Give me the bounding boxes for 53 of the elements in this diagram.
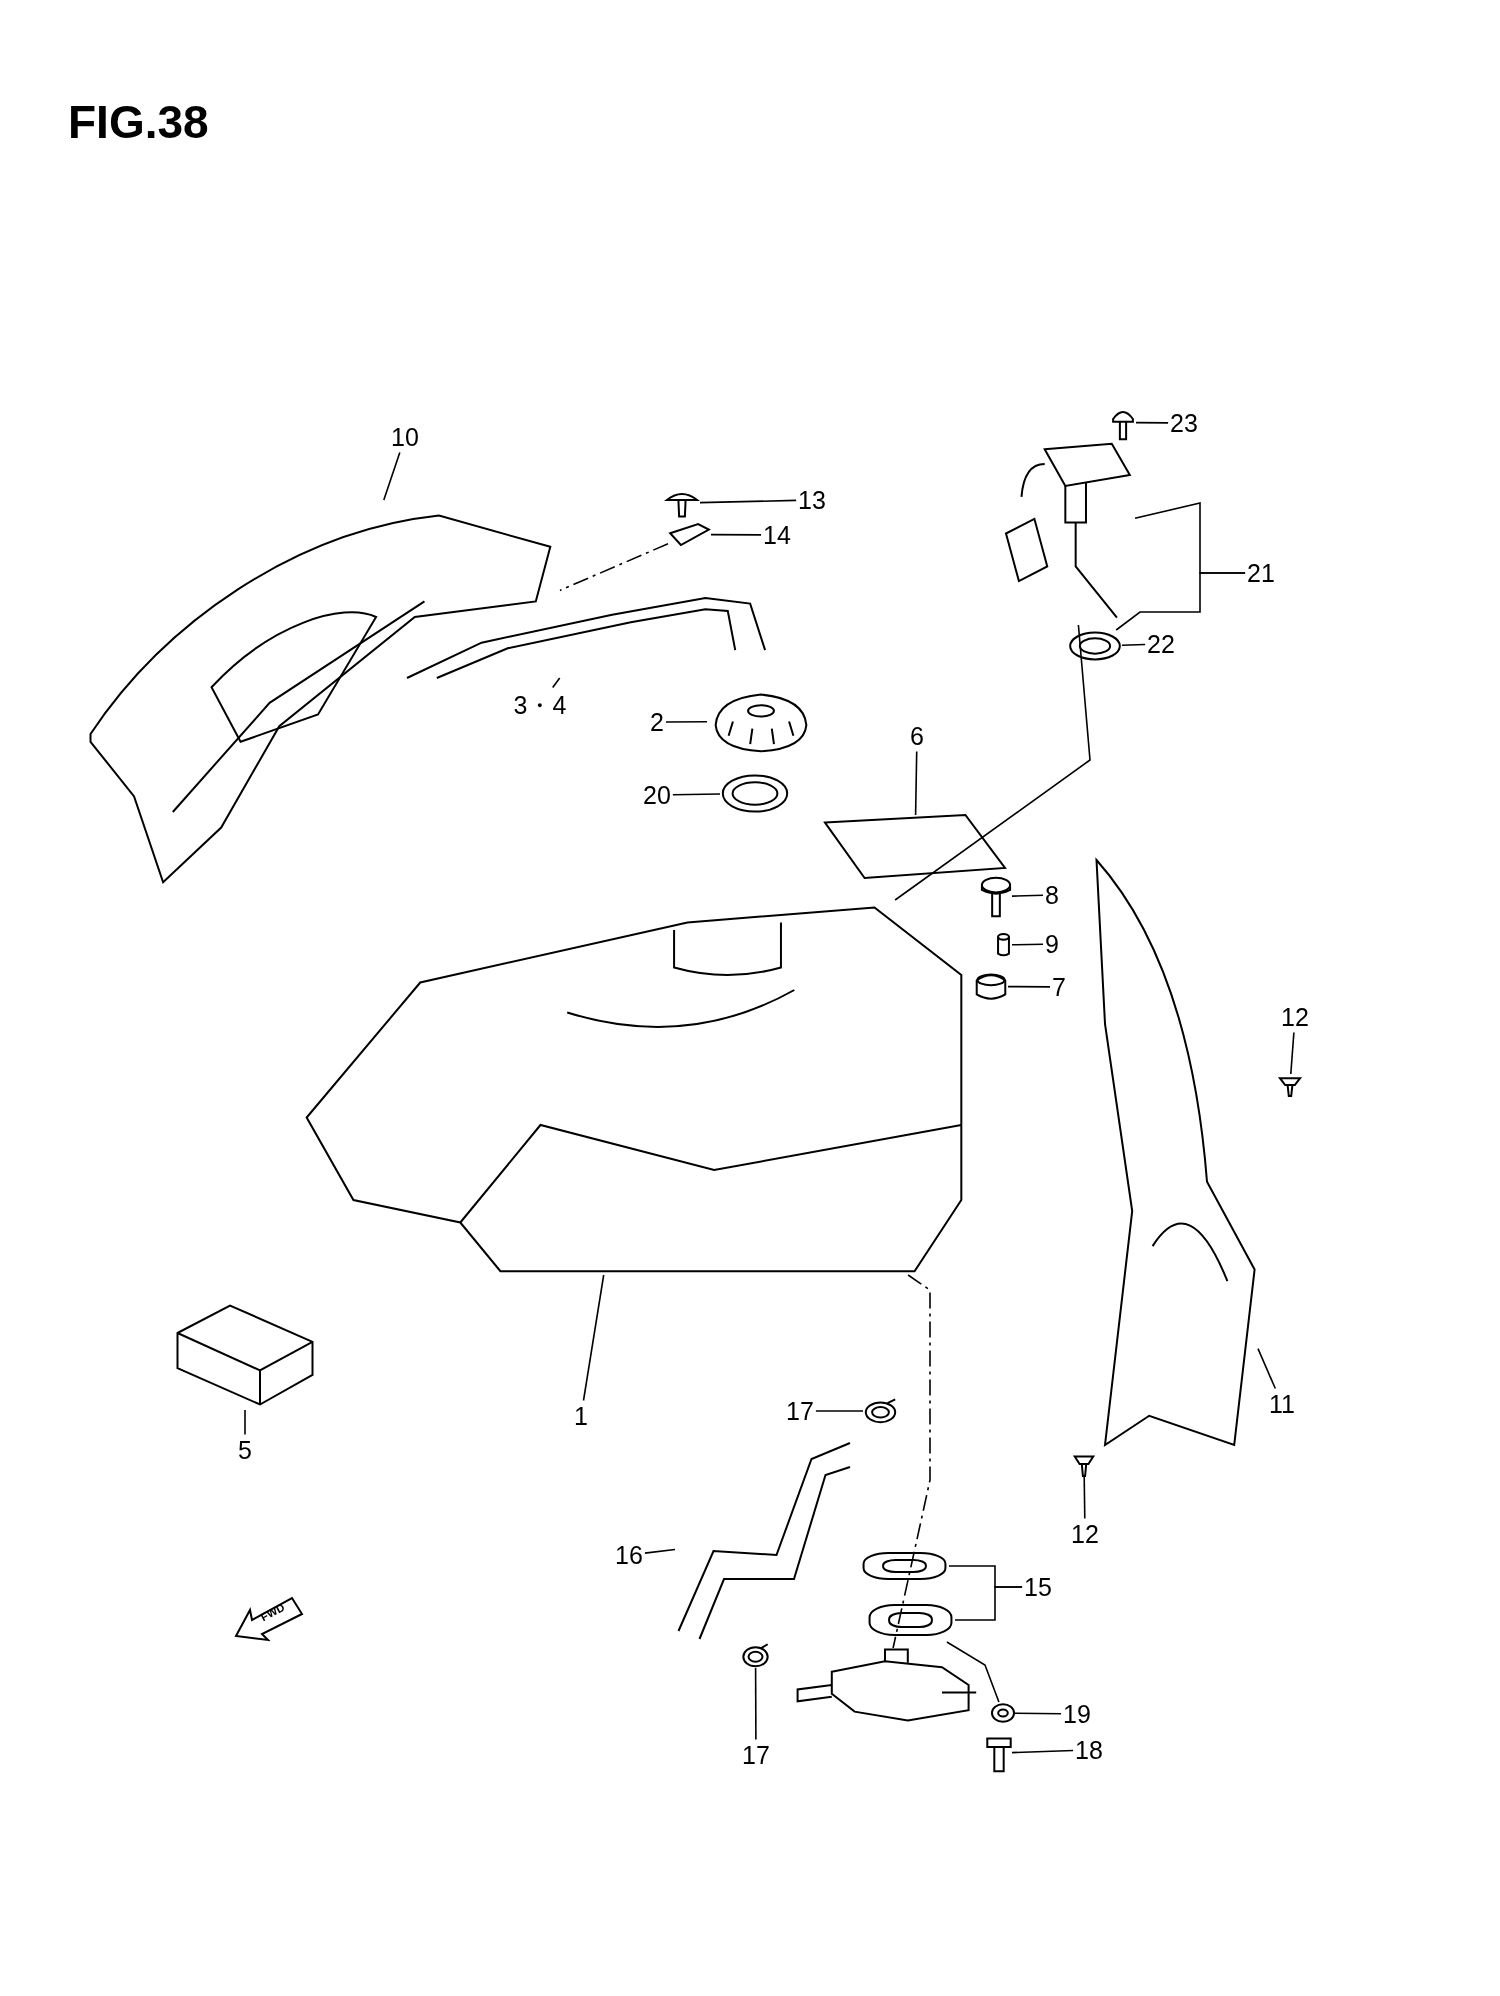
leader-line [1011,894,1044,897]
callout-number: 5 [236,1434,254,1466]
leader-line [582,1274,605,1402]
leader-line [1121,643,1146,646]
callout-number: 7 [1050,971,1068,1003]
leader-line [1011,1749,1074,1754]
callout-number: 21 [1245,557,1277,589]
leader-line [672,793,721,796]
leader-line [1257,1347,1277,1390]
callout-number: 12 [1279,1001,1311,1033]
leader-line [954,1586,1023,1621]
leader-line [914,750,918,816]
figure-title: FIG.38 [68,95,209,149]
leader-line [699,499,797,504]
leader-line [1011,943,1044,946]
callout-number: 6 [908,720,926,752]
leader-line [383,451,401,501]
leader-line [1083,1476,1086,1520]
leader-line [894,624,1091,901]
leader-line [1014,1712,1062,1715]
callout-number: 22 [1145,628,1177,660]
callout-number: 23 [1168,407,1200,439]
callout-number: 17 [784,1395,816,1427]
callout-number: 2 [648,706,666,738]
callout-number: 9 [1043,928,1061,960]
callout-number: 19 [1061,1698,1093,1730]
callout-number: 12 [1069,1518,1101,1550]
leader-line [551,677,561,689]
callout-number: 20 [641,779,673,811]
callout-number: 17 [740,1739,772,1771]
callout-number: 14 [761,519,793,551]
leader-line [1290,1031,1295,1075]
leader-line [946,1641,1000,1703]
callout-number: 15 [1022,1571,1054,1603]
leader-line [892,1274,931,1649]
leader-line [710,533,762,536]
callout-number: 18 [1073,1734,1105,1766]
callout-number: 13 [796,484,828,516]
callout-number: 8 [1043,879,1061,911]
leader-line [665,721,708,723]
leader-line [1115,572,1246,631]
callout-number: 11 [1267,1388,1297,1420]
callout-number: 16 [613,1539,645,1571]
leader-line [559,543,669,592]
leader-line [1135,421,1169,424]
leader-line [754,1667,757,1741]
leader-line [1007,985,1051,988]
callout-number: 3・4 [511,687,569,723]
callout-number: 1 [572,1400,590,1432]
leader-line [815,1410,864,1412]
leader-line [644,1548,676,1554]
callout-number: 10 [389,421,421,453]
leader-line [244,1409,246,1436]
